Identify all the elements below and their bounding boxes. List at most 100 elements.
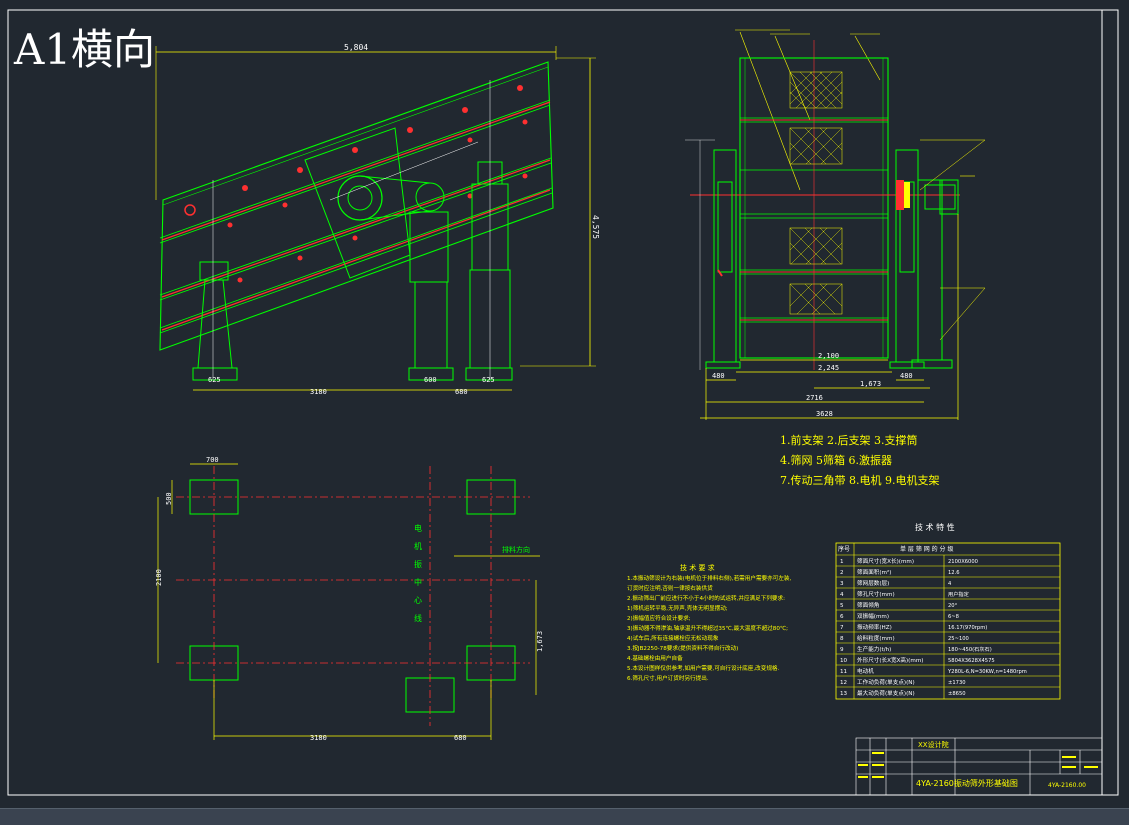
dim-pad-height: 500 (165, 492, 173, 505)
title-block-drawing-title: 4YA-2160振动筛外形基础图 (916, 778, 1018, 788)
tech-req-line-10: 5.本设计图样仅供参考,如用户需要,可自行设计底座,改变规格. (627, 664, 780, 672)
tech-req-line-7: 4)试车后,所有连接螺栓应无松动现象 (627, 634, 719, 642)
dim-left-foot: 480 (712, 372, 725, 380)
table-cell-no: 9 (840, 647, 844, 653)
table-cell-no: 2 (840, 570, 844, 576)
screen-decks (159, 99, 553, 334)
dim-right-foot: 480 (900, 372, 913, 380)
table-cell-param: 筛面尺寸(宽X长)(mm) (857, 557, 914, 565)
table-cell-no: 7 (840, 625, 844, 631)
deck-bolts (227, 85, 528, 283)
table-cell-value: 20° (948, 603, 958, 609)
tech-req-title: 技 术 要 求 (680, 563, 715, 572)
title-block-company: XX设计院 (918, 740, 949, 749)
foundation-plan: 700 500 2100 1,673 3180 680 电机振中心线 排料方向 (155, 456, 544, 742)
dim-base-width: 2716 (806, 394, 823, 402)
legend-line-3: 7.传动三角带 8.电机 9.电机支架 (780, 473, 939, 487)
tech-req-line-6: 3)振动器不得渗油,轴承温升不得超过35℃,最大温度不超过80℃; (627, 624, 788, 632)
table-cell-value: 12.6 (948, 570, 960, 576)
table-cell-no: 5 (840, 603, 844, 609)
table-cell-no: 6 (840, 614, 844, 620)
foundation-centerlines (176, 466, 530, 726)
dim-span-x-main: 3180 (310, 734, 327, 742)
table-cell-param: 筛网层数(层) (857, 579, 889, 587)
dim-overall-width: 3628 (816, 410, 833, 418)
end-view: 2,100 2,245 1,673 480 480 2716 3628 (685, 29, 986, 420)
dim-span-y: 2100 (155, 569, 163, 586)
table-cell-param: 最大动负荷(单支点)(N) (857, 689, 915, 697)
table-cell-value: 16.17(970rpm) (948, 625, 987, 631)
front-support (192, 180, 238, 381)
tech-req-line-5: 2)振幅值应符合设计要求; (627, 614, 691, 622)
dim-overall-height: 4,575 (591, 215, 600, 239)
table-cell-param: 双振幅(mm) (857, 612, 889, 620)
foundation-dim-lines (157, 463, 540, 740)
table-cell-no: 10 (840, 658, 848, 664)
dim-middle-foot: 600 (424, 376, 437, 384)
dim-front-foot: 625 (208, 376, 221, 384)
tech-req-line-3: 2.振动筛出厂前应进行不小于4小时的试运转,并应满足下列要求: (627, 594, 785, 602)
table-cell-value: 180~450(石灰石) (948, 645, 992, 653)
table-cell-param: 振动频率(HZ) (857, 623, 892, 631)
table-cell-param: 电动机 (857, 667, 874, 675)
foundation-pads (189, 479, 516, 713)
motor-center-label: 电机振中心线 (414, 523, 423, 632)
tech-req-line-1: 1.本振动筛设计为右装(电机位于排料右侧),若需用户需要亦可左装, (627, 574, 792, 582)
mesh-panels (789, 71, 843, 315)
middle-support (408, 281, 454, 381)
tech-req-line-11: 6.筛孔尺寸,用户订货时另行提出. (627, 674, 709, 682)
side-view: 5,804 4,575 (155, 43, 600, 396)
title-block-small-marks (858, 752, 1098, 778)
motor-bracket (409, 211, 449, 283)
table-cell-value: 2100X6000 (948, 559, 978, 565)
tech-req-line-8: 3.按JB2250-78要求(提供资料不得自行改动) (627, 644, 738, 652)
tech-table-header-no: 序号 (838, 545, 850, 553)
table-cell-value: 6~8 (948, 614, 959, 620)
table-cell-param: 筛孔尺寸(mm) (857, 590, 895, 598)
rear-support (465, 80, 513, 381)
table-cell-no: 3 (840, 581, 844, 587)
table-cell-value: ±8650 (948, 691, 966, 697)
parts-legend: 1.前支架 2.后支架 3.支撑筒 4.筛网 5筛箱 6.激振器 7.传动三角带… (780, 433, 939, 487)
tech-table-rows: 1 筛面尺寸(宽X长)(mm) 2100X6000 2 筛面面积(m²) 12.6 3 筛网层… (840, 557, 1027, 697)
discharge-label: 排料方向 (502, 545, 530, 554)
dim-motor-offset: 1,673 (860, 380, 881, 388)
technical-requirements: 技 术 要 求 1.本振动筛设计为右装(电机位于排料右侧),若需用户需要亦可左装… (627, 563, 792, 682)
table-cell-value: ±1730 (948, 680, 966, 686)
motor-end (896, 180, 904, 210)
dim-rear-foot: 625 (482, 376, 495, 384)
mesh-hatch (789, 71, 843, 315)
table-cell-value: 25~100 (948, 636, 969, 642)
table-cell-value: 5804X3628X4575 (948, 658, 995, 664)
dim-overall-length: 5,804 (344, 43, 368, 52)
dim-span-x-rear: 680 (454, 734, 467, 742)
table-cell-param: 筛面面积(m²) (857, 568, 891, 576)
end-support-columns (705, 149, 959, 369)
table-cell-param: 工作动负荷(单支点)(N) (857, 678, 915, 686)
dim-offset-y: 1,673 (536, 631, 544, 652)
table-cell-no: 12 (840, 680, 847, 686)
table-cell-value: Y280L-6,N=30KW,n=1480rpm (947, 669, 1027, 675)
tech-req-line-9: 4.基础螺栓由用户自备 (627, 654, 683, 662)
table-cell-no: 11 (840, 669, 848, 675)
title-block (855, 737, 1103, 796)
table-cell-no: 13 (840, 691, 848, 697)
table-cell-no: 1 (840, 559, 844, 565)
sheet-format-label: A1横向 (13, 25, 155, 74)
title-block-drawing-number: 4YA-2160.00 (1048, 782, 1086, 789)
tech-table-title: 技 术 特 性 (915, 522, 955, 532)
exciter-large (337, 175, 383, 221)
sheet-frame-inner (7, 9, 1103, 796)
tech-table-header-class: 单 层 筛 网 的 分 级 (900, 545, 953, 553)
legend-line-1: 1.前支架 2.后支架 3.支撑筒 (780, 433, 917, 447)
dim-span-rear: 680 (455, 388, 468, 396)
sheet-frame-outer (7, 9, 1119, 796)
table-cell-param: 外形尺寸(长X宽X高)(mm) (857, 656, 923, 664)
table-cell-value: 用户指定 (948, 590, 969, 598)
table-cell-no: 8 (840, 636, 844, 642)
dim-frame-width: 2,245 (818, 364, 839, 372)
table-cell-param: 给料粒度(mm) (857, 634, 895, 642)
tech-req-line-4: 1)筛机运转平稳,无异声,壳体无明显摆动; (627, 604, 728, 612)
tech-table: 技 术 特 性 序号 单 层 筛 网 的 分 级 1 筛面尺寸(宽X长)(mm) 2… (835, 522, 1061, 700)
